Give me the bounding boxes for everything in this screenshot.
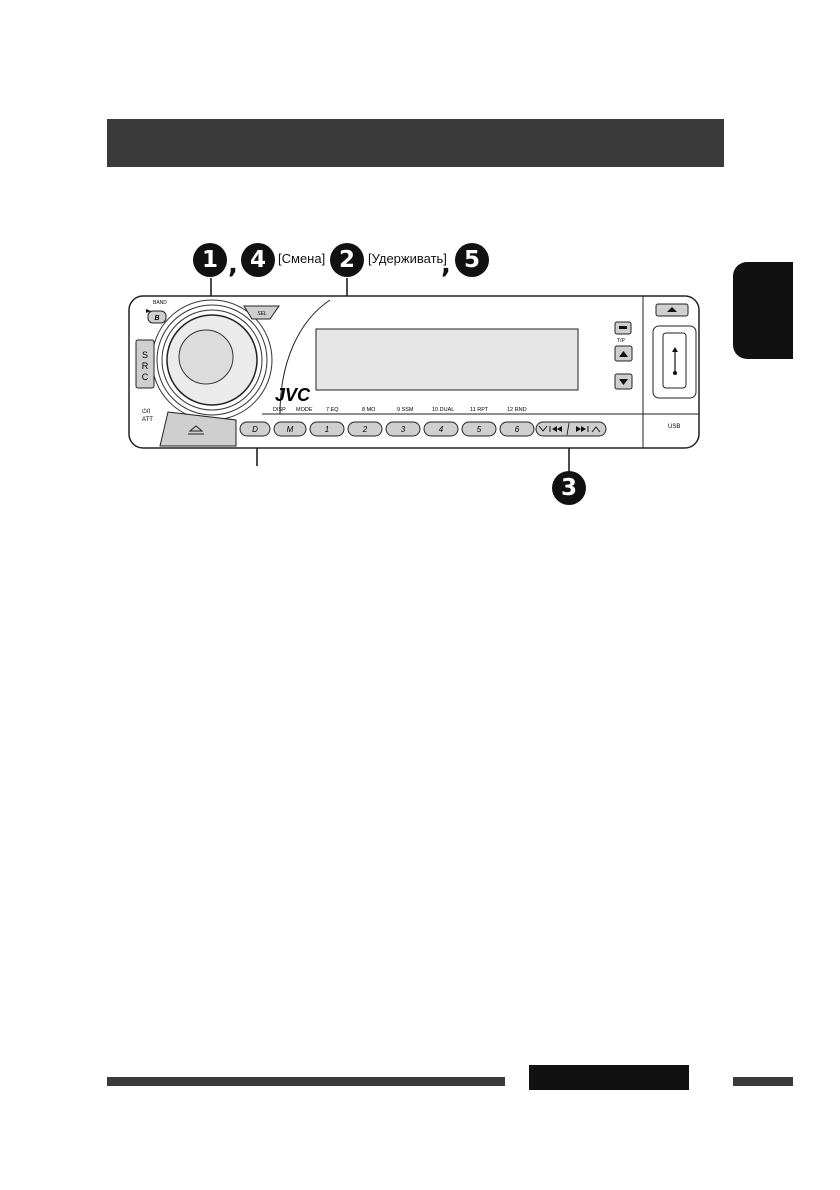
seek-key[interactable] [535,421,607,437]
note-hold: [Удерживать] [368,251,447,266]
key-d[interactable]: D [239,421,271,437]
label-rnd: 12 RND [507,407,527,413]
key-1[interactable]: 1 [309,421,345,437]
label-eq: 7 EQ [326,407,339,413]
footer-rule [107,1077,505,1086]
sel-key-label: SEL [257,311,267,317]
label-mode: MODE [296,407,313,413]
step-5-badge: 5 [455,243,489,277]
att-label: ATT [142,417,153,423]
comma-separator-2: , [441,250,451,280]
svg-text:5: 5 [477,425,482,434]
svg-text:D: D [252,425,258,434]
language-side-tab [733,262,793,359]
svg-text:6: 6 [515,425,520,434]
car-receiver-illustration: S R C BAND B SEL ⏻/I ATT JVC T/P USB DIS… [128,278,700,472]
step-2-badge: 2 [330,243,364,277]
label-disp: DISP [273,407,286,413]
footer-page-box [529,1065,689,1090]
note-change: [Смена] [278,251,326,266]
brand-logo: JVC [275,385,311,405]
label-rpt: 11 RPT [470,407,489,413]
label-ssm: 9 SSM [397,407,414,413]
power-label: ⏻/I [142,408,150,415]
src-letter-c: C [142,372,149,382]
src-letter-r: R [142,361,149,371]
key-2[interactable]: 2 [347,421,383,437]
key-4[interactable]: 4 [423,421,459,437]
svg-text:M: M [287,425,294,434]
label-mo: 8 MO [362,407,376,413]
svg-text:4: 4 [439,425,444,434]
step-1-badge: 1 [193,243,227,277]
footer-rule-right [733,1077,793,1086]
band-label: BAND [153,300,167,306]
b-key-label: B [154,315,159,322]
key-3[interactable]: 3 [385,421,421,437]
svg-text:3: 3 [401,425,406,434]
label-dual: 10 DUAL [432,407,454,413]
key-6[interactable]: 6 [499,421,535,437]
comma-separator: , [228,250,238,280]
key-5[interactable]: 5 [461,421,497,437]
step-3-badge: 3 [552,471,586,505]
tp-label: T/P [617,338,625,344]
key-m[interactable]: M [273,421,307,437]
svg-text:2: 2 [362,425,368,434]
usb-label: USB [668,424,680,430]
section-title-bar [107,119,724,167]
svg-text:1: 1 [325,425,329,434]
step-4-badge: 4 [241,243,275,277]
src-letter-s: S [142,350,148,360]
